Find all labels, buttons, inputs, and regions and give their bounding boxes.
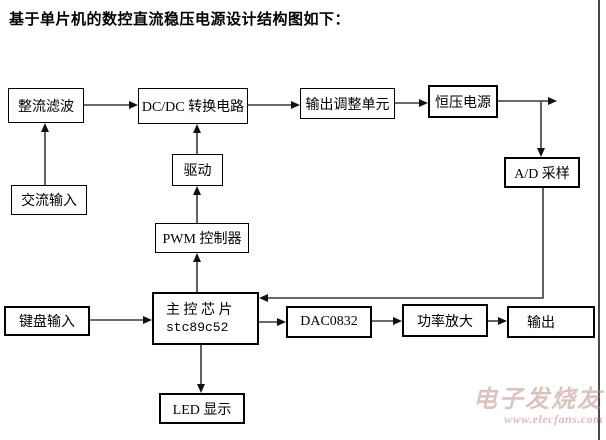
- node-ad-sampling: A/D 采样: [504, 157, 580, 188]
- arrow-dcdc-to-output-adjust: [248, 101, 300, 109]
- arrow-mcu-to-led: [197, 345, 205, 393]
- node-pwm-controller: PWM 控制器: [155, 223, 249, 253]
- mcu-chip-model: stc89c52: [166, 319, 229, 335]
- arrow-output-adjust-to-constant-voltage: [395, 99, 428, 107]
- node-output-adjust-unit: 输出调整单元: [300, 88, 395, 119]
- node-led-display: LED 显示: [159, 393, 245, 424]
- node-constant-voltage-supply: 恒压电源: [428, 85, 498, 118]
- arrow-ad-feedback-to-mcu: [259, 188, 544, 302]
- arrow-drive-to-dcdc: [193, 124, 201, 154]
- arrow-rectifier-to-dcdc: [84, 101, 138, 109]
- node-dcdc-converter: DC/DC 转换电路: [138, 88, 248, 124]
- arrow-mcu-to-pwm: [193, 253, 201, 292]
- arrow-keyboard-to-mcu: [90, 316, 152, 324]
- node-ac-input: 交流输入: [11, 185, 87, 215]
- arrow-branch-to-ad-sampling: [537, 101, 545, 157]
- arrow-power-amp-to-output: [488, 317, 507, 325]
- node-rectifier-filter: 整流滤波: [8, 88, 84, 123]
- arrow-pwm-to-drive: [193, 186, 201, 223]
- arrow-constant-voltage-out: [498, 97, 557, 105]
- node-keyboard-input: 键盘输入: [4, 306, 90, 336]
- node-mcu-stc89c52: 主 控 芯 片 stc89c52: [152, 292, 259, 345]
- node-dac0832: DAC0832: [286, 306, 372, 338]
- node-power-amplifier: 功率放大: [402, 304, 488, 337]
- arrow-ac-input-to-rectifier: [41, 123, 49, 185]
- page-title: 基于单片机的数控直流稳压电源设计结构图如下：: [9, 12, 351, 28]
- arrow-mcu-to-dac: [259, 318, 286, 326]
- node-drive: 驱动: [172, 154, 223, 186]
- arrow-dac-to-power-amp: [372, 317, 402, 325]
- mcu-label: 主 控 芯 片: [166, 302, 233, 318]
- node-output: 输出: [507, 306, 595, 338]
